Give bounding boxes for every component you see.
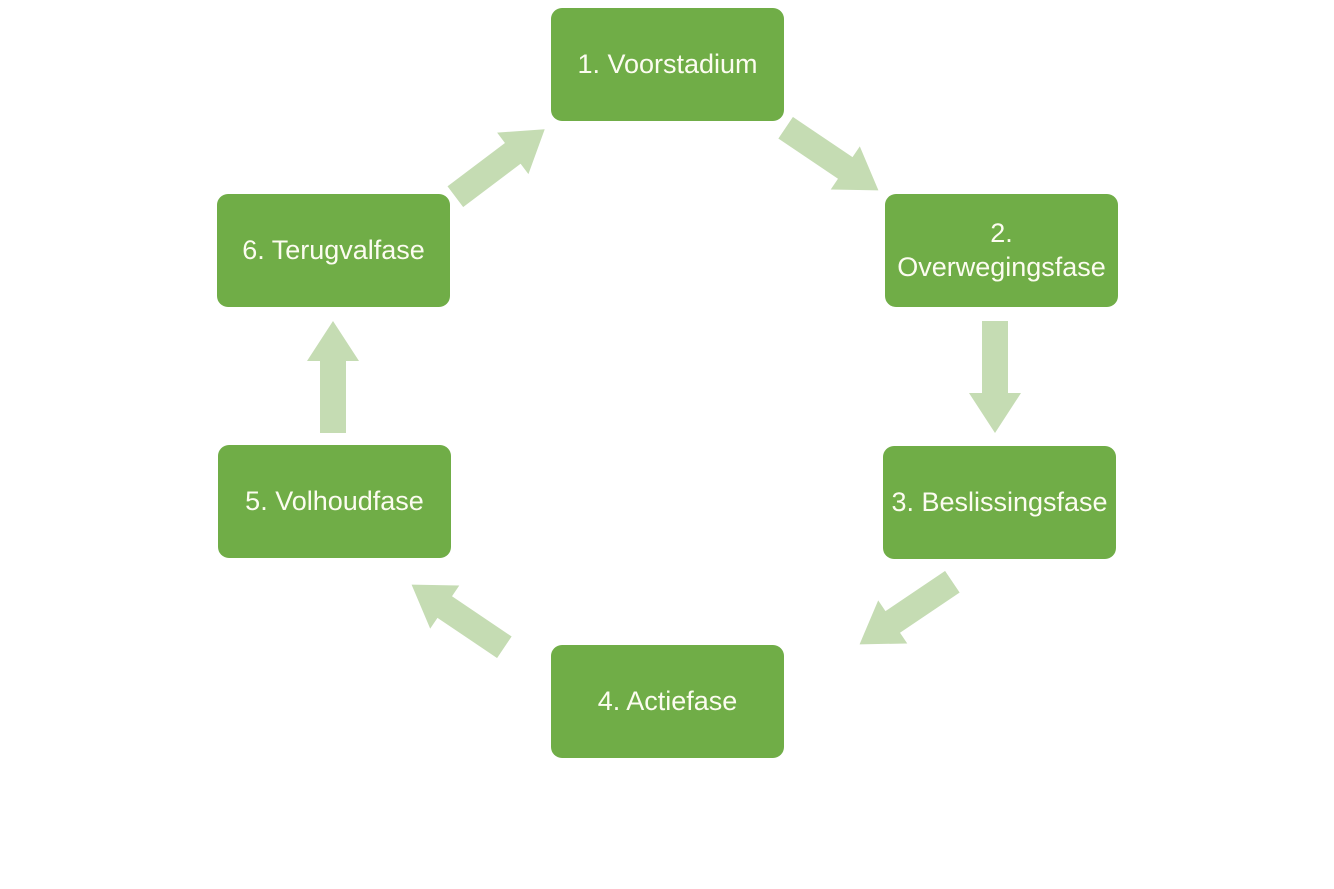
arrow-overwegingsfase-to-beslissingsfase-icon	[967, 321, 1023, 433]
node-overwegingsfase: 2. Overwegingsfase	[885, 194, 1118, 307]
arrow-actiefase-to-volhoudfase-icon	[396, 561, 520, 670]
node-terugvalfase: 6. Terugvalfase	[217, 194, 450, 307]
node-voorstadium: 1. Voorstadium	[551, 8, 784, 121]
arrow-voorstadium-to-overwegingsfase-icon	[770, 104, 894, 213]
arrow-terugvalfase-to-voorstadium-icon	[438, 107, 561, 219]
node-label: 1. Voorstadium	[577, 48, 758, 79]
node-label: 6. Terugvalfase	[242, 234, 425, 265]
node-label: 3. Beslissingsfase	[891, 486, 1108, 517]
node-label: 2. Overwegingsfase	[897, 217, 1106, 282]
node-label: 4. Actiefase	[597, 685, 738, 716]
node-beslissingsfase: 3. Beslissingsfase	[883, 446, 1116, 559]
arrow-beslissingsfase-to-actiefase-icon	[844, 558, 968, 667]
node-actiefase: 4. Actiefase	[551, 645, 784, 758]
node-label: 5. Volhoudfase	[245, 485, 424, 516]
node-volhoudfase: 5. Volhoudfase	[218, 445, 451, 558]
arrow-volhoudfase-to-terugvalfase-icon	[305, 321, 361, 433]
